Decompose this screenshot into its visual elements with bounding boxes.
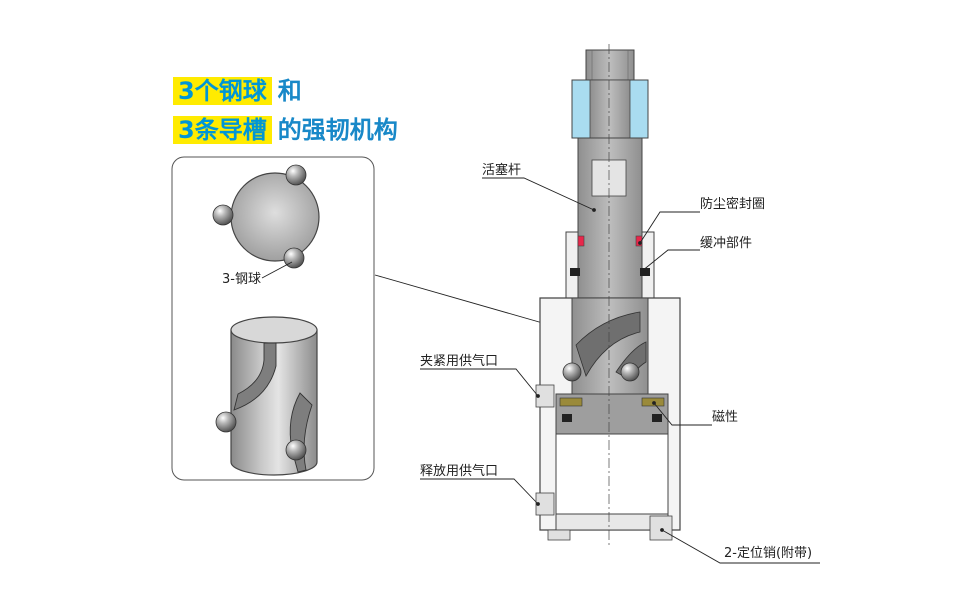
steel-ball-main-left xyxy=(562,362,582,382)
label-release-air-port: 释放用供气口 xyxy=(420,464,499,479)
steel-ball-side-left xyxy=(215,411,237,433)
label-buffer-part: 缓冲部件 xyxy=(700,236,753,251)
magnet-right xyxy=(641,397,665,407)
steel-ball-left xyxy=(212,204,234,226)
headline-text-and: 和 xyxy=(277,77,302,105)
label-piston-rod: 活塞杆 xyxy=(482,163,522,178)
label-magnet: 磁性 xyxy=(712,410,739,425)
dust-seal-right xyxy=(635,235,643,247)
cylinder-body xyxy=(535,44,681,548)
clamp-port xyxy=(535,384,555,408)
steel-ball-bottom xyxy=(283,247,305,269)
buffer-right xyxy=(640,268,650,276)
ball-disc-illustration xyxy=(212,164,320,269)
label-locating-pin: 2-定位销(附带) xyxy=(724,546,813,561)
steel-ball-top xyxy=(285,164,307,186)
dust-seal-left xyxy=(577,235,585,247)
grooved-cylinder-illustration xyxy=(215,316,318,476)
magnet-left xyxy=(559,397,583,407)
label-dust-seal: 防尘密封圈 xyxy=(700,197,766,212)
steel-ball-side-right xyxy=(285,439,307,461)
headline-highlight-grooves: 3条导槽 xyxy=(173,116,272,144)
label-clamp-air-port: 夹紧用供气口 xyxy=(420,354,499,369)
label-steel-ball: 3-钢球 xyxy=(222,272,261,287)
headline-line-2: 3条导槽的强韧机构 xyxy=(173,115,398,145)
release-port xyxy=(535,492,555,516)
piston-disc xyxy=(230,172,320,262)
buffer-left xyxy=(570,268,580,276)
headline-highlight-balls: 3个钢球 xyxy=(173,77,272,105)
headline-text-mechanism: 的强韧机构 xyxy=(277,116,398,144)
locating-pin xyxy=(649,515,673,541)
steel-ball-leader xyxy=(261,261,293,279)
leader-lines xyxy=(420,177,820,564)
steel-ball-main-right xyxy=(620,362,640,382)
headline-line-1: 3个钢球和 xyxy=(173,76,302,106)
